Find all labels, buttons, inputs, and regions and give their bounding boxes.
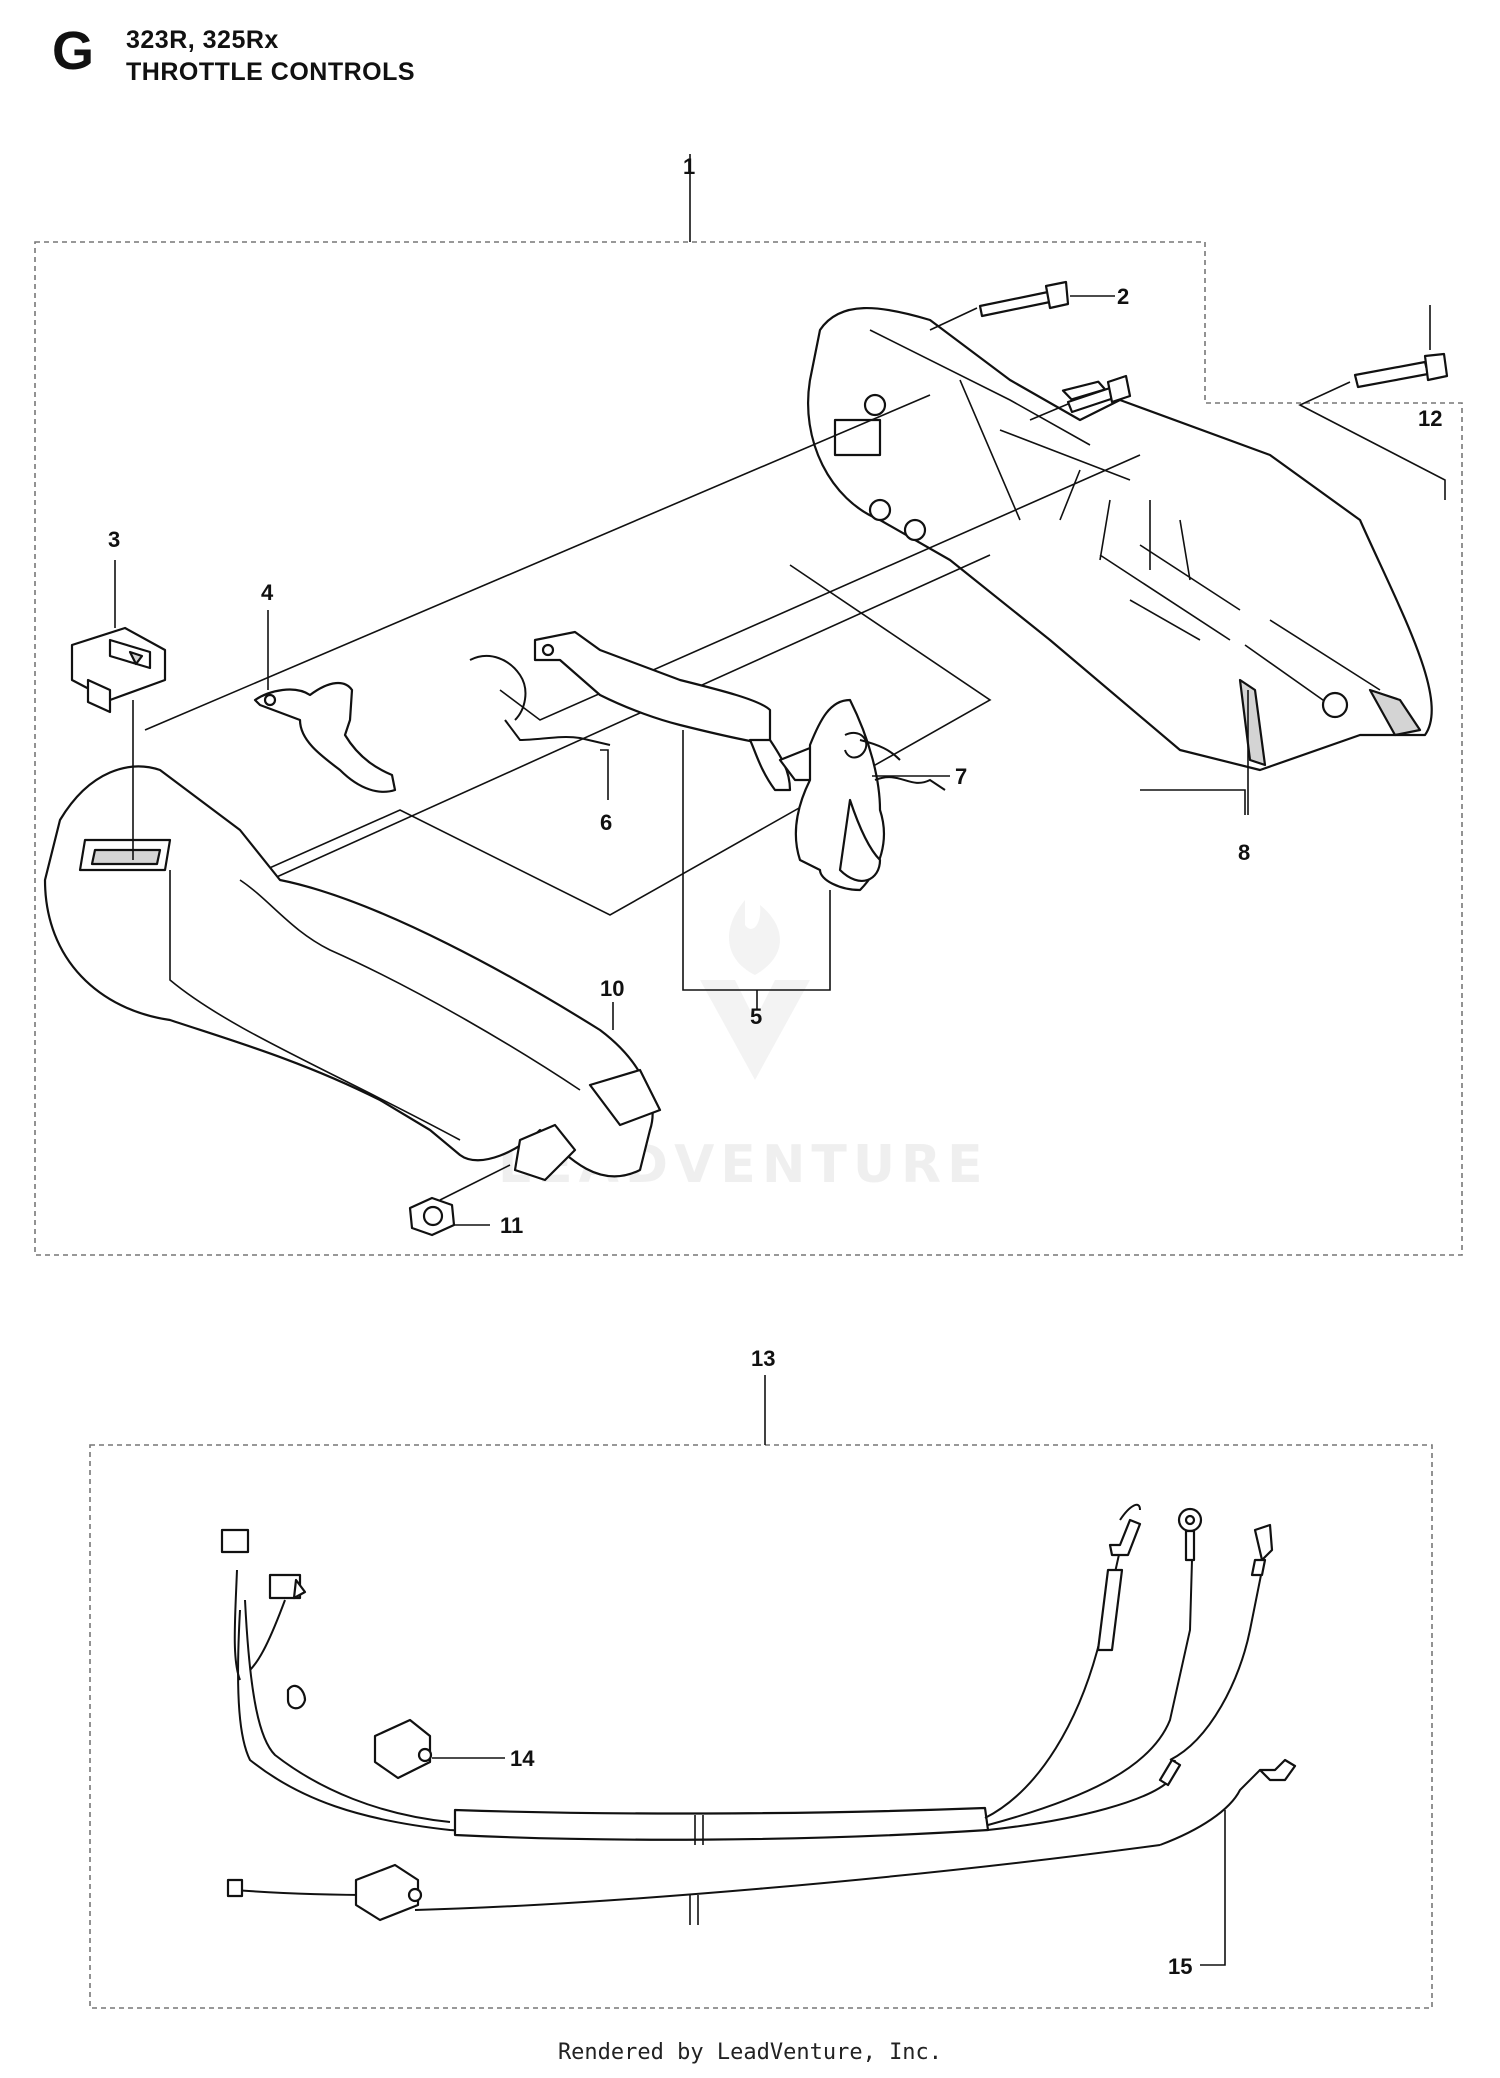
wiring-harness [220,1503,1274,1845]
throttle-lockout [253,682,397,793]
section-letter: G [52,21,95,81]
rear-handle-housing [807,307,1433,772]
callout-11: 11 [500,1213,523,1238]
callout-7: 7 [955,764,967,789]
group-1-boundary [34,241,1463,1256]
group-13-boundary [89,1444,1433,2009]
screw-part-12 [1353,352,1449,389]
callout-6: 6 [600,810,612,835]
callout-1: 1 [683,154,695,179]
throttle-cable [226,1758,1297,1925]
footer-credit: Rendered by LeadVenture, Inc. [557,2040,943,2065]
callout-3: 3 [108,527,120,552]
page-title: THROTTLE CONTROLS [126,58,416,86]
screw-part-2 [978,280,1132,414]
callout-2: 2 [1117,284,1129,309]
callout-5: 5 [750,1004,762,1029]
spring-part-7 [844,731,946,791]
callout-15: 15 [1168,1954,1192,1979]
callout-8: 8 [1238,840,1250,865]
callout-4: 4 [261,580,274,605]
spring-part-6 [469,655,611,746]
callout-14: 14 [510,1746,535,1771]
throttle-lever [533,630,885,892]
callout-13: 13 [751,1346,775,1371]
stop-switch [70,626,167,714]
handle-grip [43,765,662,1182]
model-numbers: 323R, 325Rx [126,26,279,54]
nut-part-11 [408,1196,456,1237]
callout-10: 10 [600,976,624,1001]
callout-12: 12 [1418,406,1442,431]
